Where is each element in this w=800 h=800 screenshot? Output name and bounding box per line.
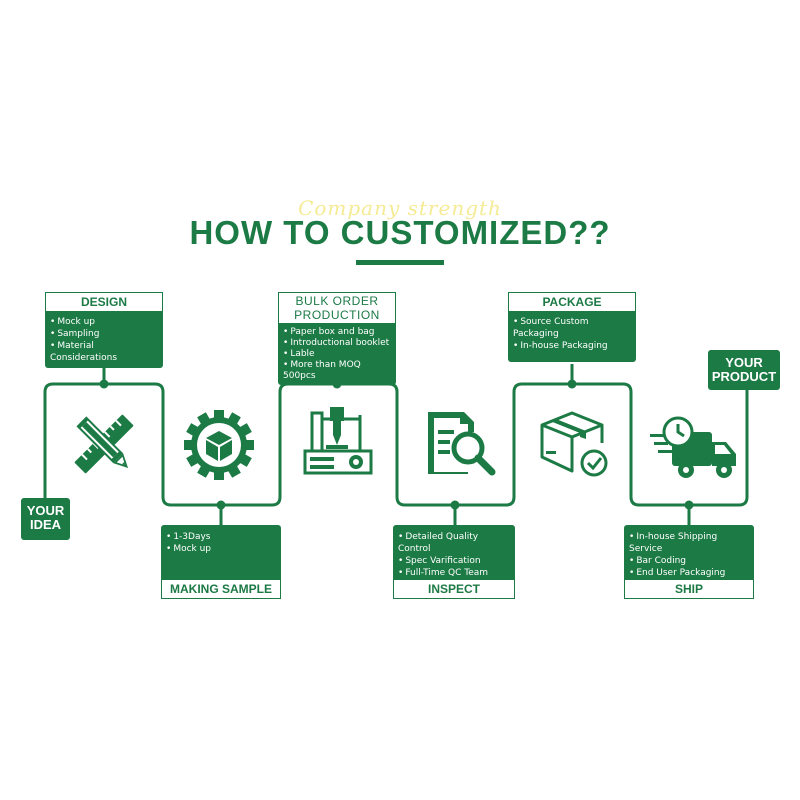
title-underline [356, 260, 444, 265]
gear-box-icon [184, 410, 254, 480]
step-item: Paper box and bag [283, 327, 391, 338]
magnifier-doc-icon [428, 412, 496, 476]
step-title: SHIP [624, 579, 754, 599]
pencil-ruler-icon [74, 414, 134, 474]
step-bulk-order: BULK ORDER PRODUCTION Paper box and bag … [278, 292, 396, 385]
script-watermark: Company strength [298, 196, 502, 220]
step-item: Lable [283, 349, 391, 360]
step-items: Detailed Quality Control Spec Varificati… [393, 525, 515, 579]
step-inspect: Detailed Quality Control Spec Varificati… [393, 525, 515, 599]
step-items: In-house Shipping Service Bar Coding End… [624, 525, 754, 579]
end-label: YOUR PRODUCT [711, 355, 777, 384]
step-design: DESIGN Mock up Sampling Material Conside… [45, 292, 163, 368]
step-item: More than MOQ 500pcs [283, 360, 391, 382]
step-making-sample: 1-3Days Mock up MAKING SAMPLE [161, 525, 281, 599]
step-title: PACKAGE [508, 292, 636, 312]
step-item: End User Packaging [629, 567, 749, 579]
package-check-icon [540, 411, 608, 477]
step-item: Material Considerations [50, 340, 158, 364]
step-item: In-house Shipping Service [629, 531, 749, 555]
step-item: Sampling [50, 328, 158, 340]
step-title: DESIGN [45, 292, 163, 312]
step-item: Spec Varification [398, 555, 510, 567]
step-item: 1-3Days [166, 531, 276, 543]
step-title: MAKING SAMPLE [161, 579, 281, 599]
start-label: YOUR IDEA [26, 503, 65, 532]
step-ship: In-house Shipping Service Bar Coding End… [624, 525, 754, 599]
step-title: INSPECT [393, 579, 515, 599]
start-badge: YOUR IDEA [21, 498, 70, 540]
step-item: Bar Coding [629, 555, 749, 567]
page-title: HOW TO CUSTOMIZED?? [189, 214, 611, 251]
end-badge: YOUR PRODUCT [708, 350, 780, 390]
step-title: BULK ORDER PRODUCTION [278, 292, 396, 324]
step-item: Detailed Quality Control [398, 531, 510, 555]
step-items: Source Custom Packaging In-house Packagi… [508, 312, 636, 362]
step-item: Source Custom Packaging [513, 316, 631, 340]
machine-icon [303, 407, 373, 475]
step-items: 1-3Days Mock up [161, 525, 281, 579]
step-item: Full-Time QC Team [398, 567, 510, 579]
step-package: PACKAGE Source Custom Packaging In-house… [508, 292, 636, 362]
step-item: Mock up [50, 316, 158, 328]
step-item: In-house Packaging [513, 340, 631, 352]
step-item: Introductional booklet [283, 338, 391, 349]
step-item: Mock up [166, 543, 276, 555]
step-items: Paper box and bag Introductional booklet… [278, 324, 396, 385]
delivery-truck-icon [650, 416, 736, 478]
step-items: Mock up Sampling Material Considerations [45, 312, 163, 368]
